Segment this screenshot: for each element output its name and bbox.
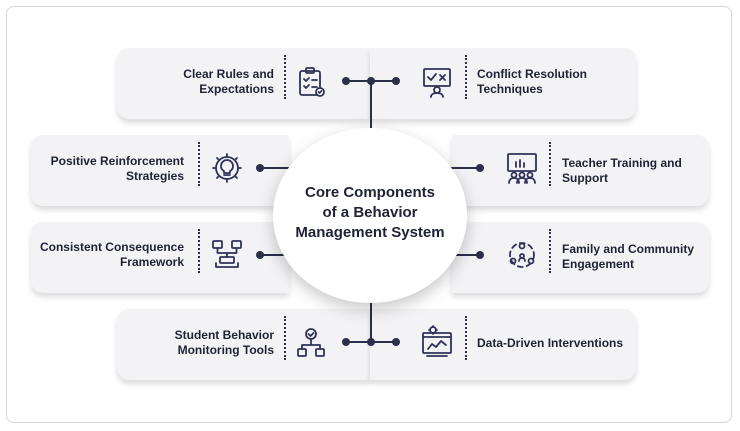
card-student-monitoring	[117, 309, 370, 380]
clipboard-checklist-icon	[295, 66, 327, 98]
connector-dot	[476, 251, 484, 259]
divider	[284, 55, 286, 99]
label-clear-rules: Clear Rules and Expectations	[183, 67, 274, 96]
connector-dot	[256, 164, 264, 172]
label-consistent-consequence: Consistent Consequence Framework	[39, 240, 184, 269]
label-conflict-resolution: Conflict Resolution Techniques	[477, 67, 587, 96]
connector-dot	[392, 338, 400, 346]
gear-lightbulb-icon	[211, 152, 243, 184]
card-family-community	[452, 222, 709, 293]
connector-dot	[256, 251, 264, 259]
hierarchy-check-icon	[295, 327, 327, 359]
label-student-monitoring: Student Behavior Monitoring Tools	[174, 328, 274, 357]
connector-dot	[367, 77, 375, 85]
center-title-line: Management System	[295, 224, 445, 241]
connector-dot	[342, 338, 350, 346]
label-teacher-training: Teacher Training and Support	[562, 156, 682, 185]
label-family-community: Family and Community Engagement	[562, 242, 695, 271]
divider	[549, 229, 551, 273]
label-positive-reinforcement: Positive Reinforcement Strategies	[50, 154, 184, 183]
connector-dot	[392, 77, 400, 85]
community-network-icon	[506, 239, 538, 271]
card-positive-reinforcement	[31, 135, 289, 206]
divider	[284, 316, 286, 360]
card-clear-rules	[117, 48, 370, 119]
classroom-icon	[506, 152, 538, 184]
connector-dot	[342, 77, 350, 85]
label-data-driven: Data-Driven Interventions	[477, 336, 624, 350]
card-conflict-resolution	[370, 48, 636, 119]
divider	[549, 142, 551, 186]
connector-dot	[476, 164, 484, 172]
center-title-line: of a Behavior	[322, 204, 418, 221]
center-title: Core Components of a Behavior Management…	[285, 183, 455, 243]
presentation-board-icon	[421, 66, 453, 98]
divider	[198, 229, 200, 273]
center-circle	[273, 128, 467, 303]
card-consistent-consequence	[31, 222, 289, 293]
analytics-dashboard-icon	[421, 325, 453, 357]
divider	[465, 316, 467, 360]
center-title-line: Core Components	[304, 184, 435, 201]
card-data-driven	[370, 309, 636, 380]
flowchart-icon	[211, 239, 243, 271]
divider	[465, 55, 467, 99]
connector-dot	[367, 338, 375, 346]
divider	[198, 142, 200, 186]
card-teacher-training	[452, 135, 709, 206]
